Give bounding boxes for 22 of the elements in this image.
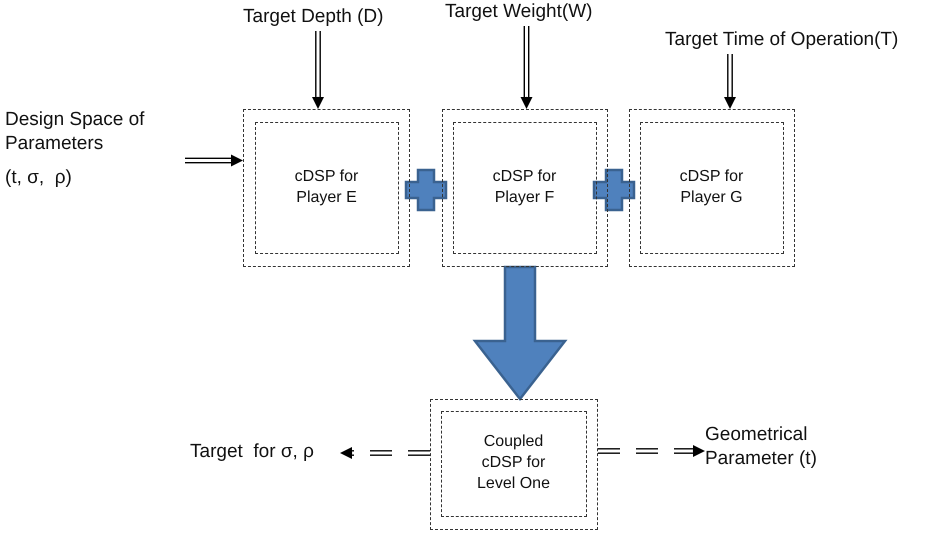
dashed-frame bbox=[243, 109, 410, 267]
double-line-arrow bbox=[520, 25, 532, 109]
double-line-arrow bbox=[312, 30, 324, 109]
process-box: cDSP for Player E bbox=[254, 122, 398, 254]
text-label: Geometrical Parameter (t) bbox=[705, 423, 885, 479]
block-arrow bbox=[472, 266, 568, 402]
text-label: Design Space of Parameters bbox=[5, 108, 146, 156]
dashed-frame bbox=[442, 109, 608, 267]
text-label: (t, σ, ρ) bbox=[5, 166, 72, 190]
dashed-double-arrow bbox=[597, 445, 705, 457]
double-line-arrow bbox=[184, 154, 243, 166]
double-line-arrow bbox=[724, 53, 736, 109]
dashed-frame bbox=[629, 109, 795, 267]
process-box: cDSP for Player F bbox=[452, 122, 596, 254]
text-label: Target Weight(W) bbox=[445, 0, 625, 26]
dashed-frame bbox=[430, 399, 598, 530]
text-label: Target Depth (D) bbox=[243, 5, 393, 31]
text-label: Target for σ, ρ bbox=[190, 440, 340, 466]
dashed-double-arrow bbox=[340, 447, 431, 459]
process-box: Coupled cDSP for Level One bbox=[440, 410, 586, 516]
process-box: cDSP for Player G bbox=[640, 122, 784, 254]
text-label: Target Time of Operation(T) bbox=[665, 28, 930, 54]
